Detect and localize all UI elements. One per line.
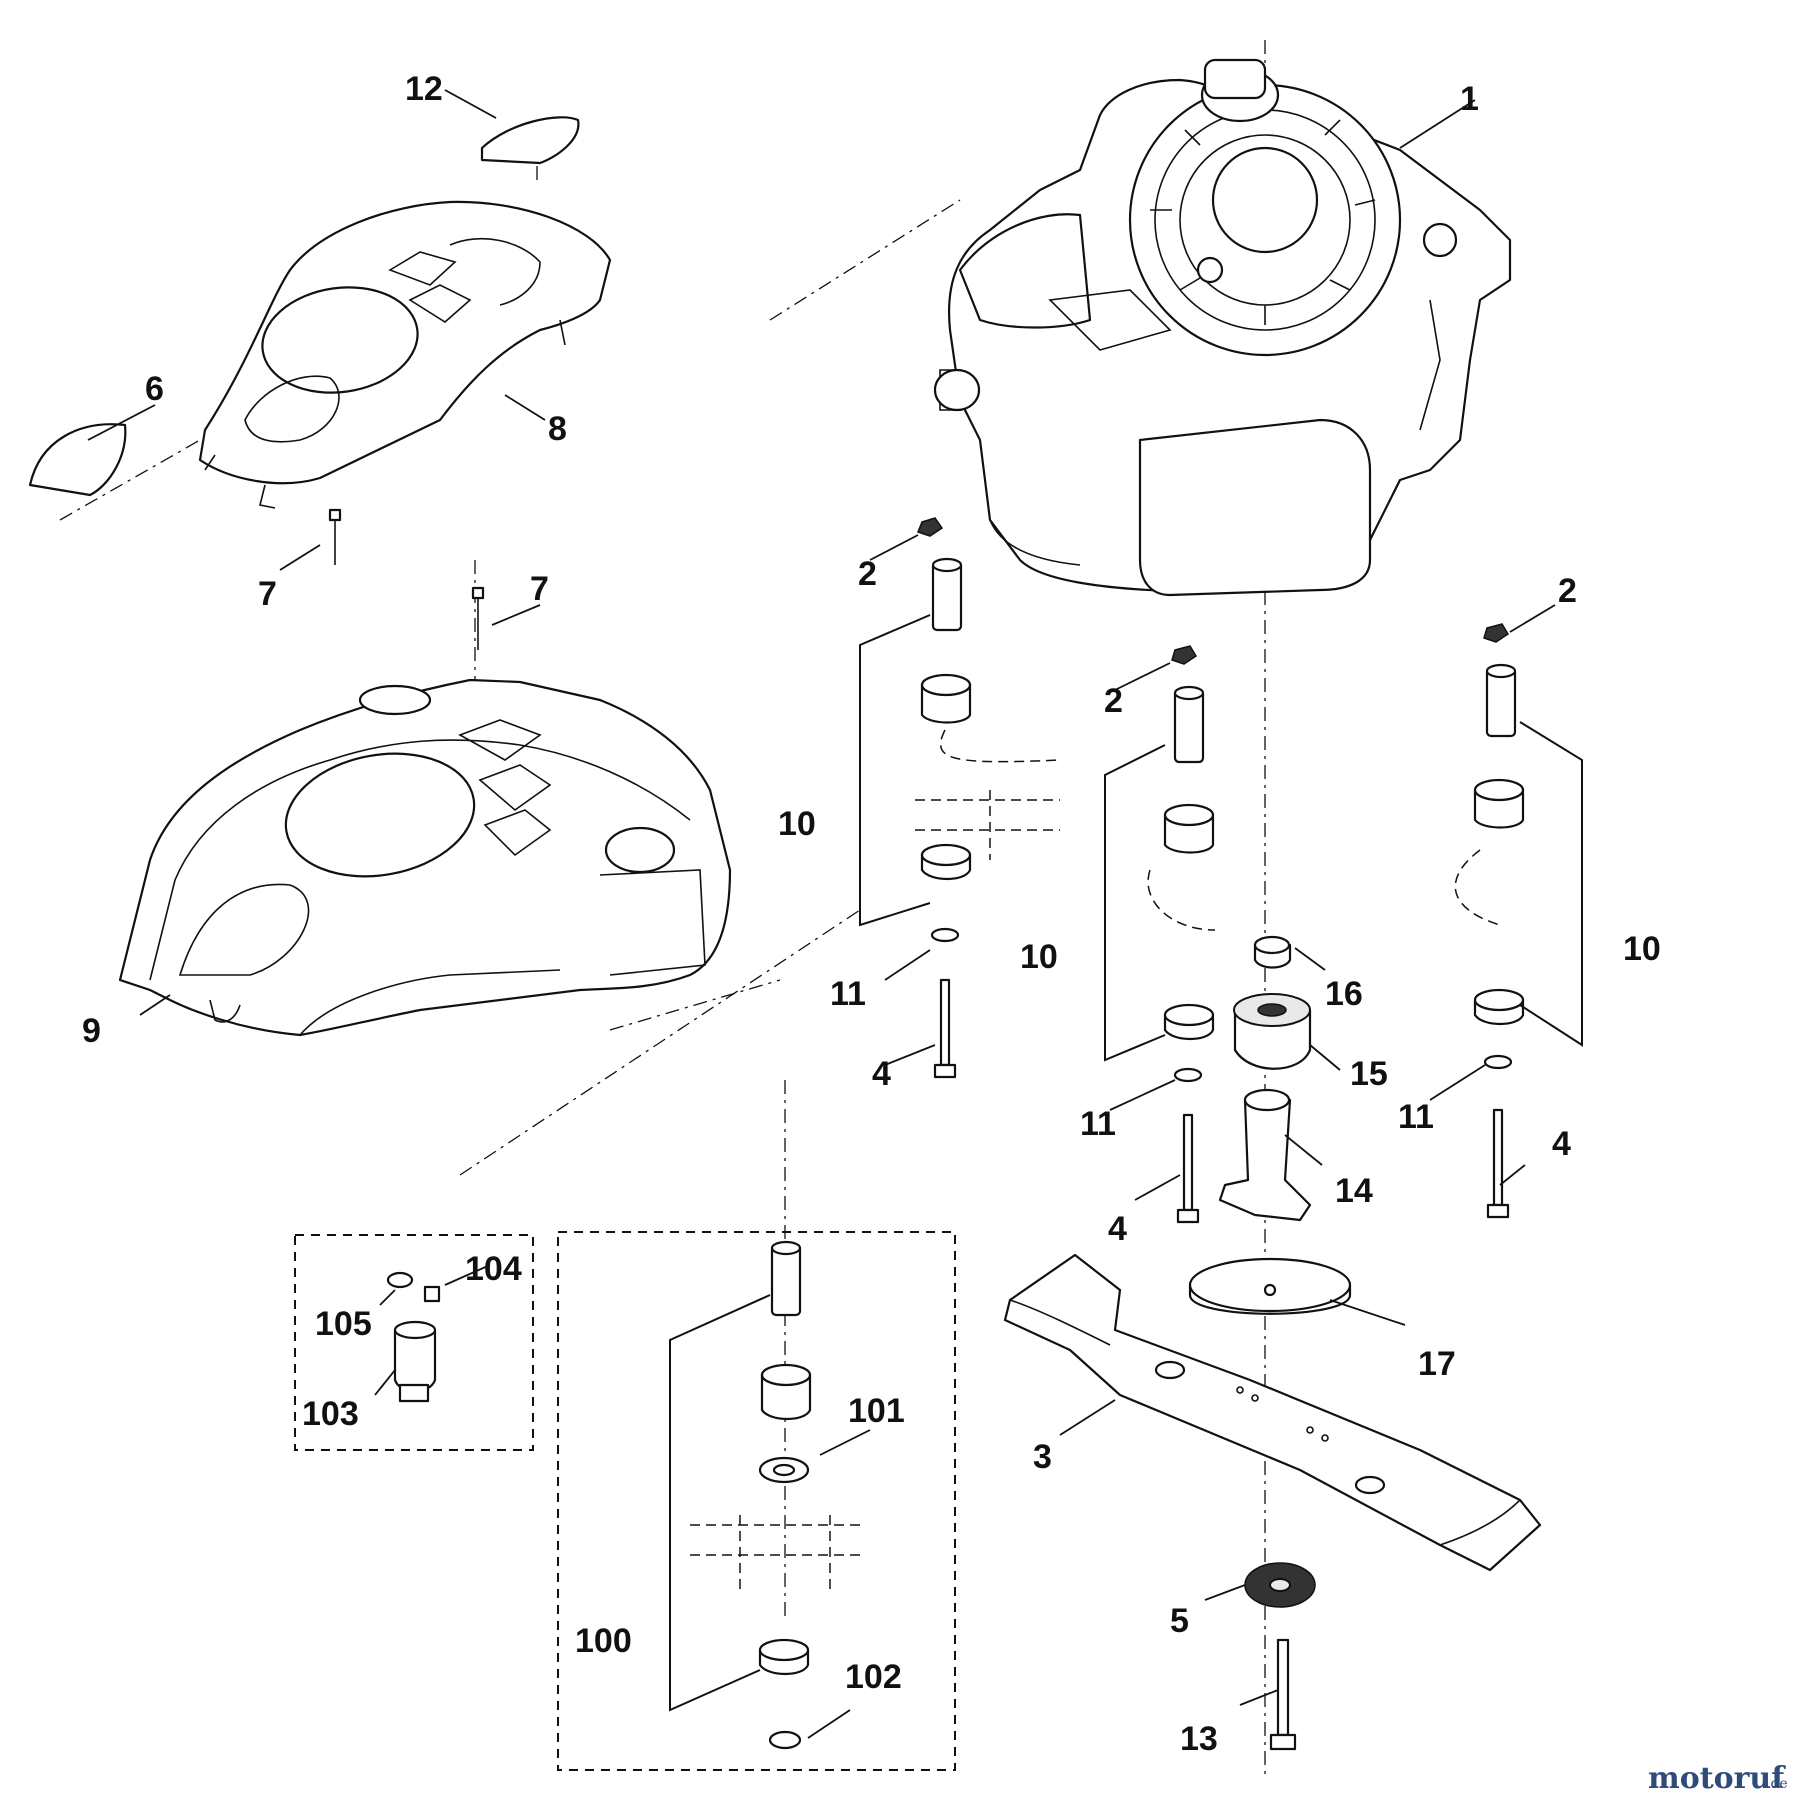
part-6-cover-cap <box>28 423 127 497</box>
watermark-suffix: .de <box>1766 1776 1788 1792</box>
callout-2-middle: 2 <box>1104 682 1123 720</box>
part-7-screw-upper <box>328 508 342 565</box>
callout-5: 5 <box>1170 1602 1189 1640</box>
leader-lines <box>87 89 1556 1739</box>
callout-101: 101 <box>848 1392 905 1430</box>
part-1-engine <box>933 58 1512 597</box>
part-100-damper-kit <box>557 1231 956 1771</box>
callout-17: 17 <box>1418 1345 1456 1383</box>
callout-1: 1 <box>1460 80 1479 118</box>
callout-11-right: 11 <box>1398 1098 1434 1136</box>
part-10-damper-set-middle <box>1104 645 1216 1224</box>
callout-4-left: 4 <box>872 1055 891 1093</box>
part-10-damper-set-left <box>859 517 1061 1079</box>
part-15-blade-adapter <box>1233 993 1312 1070</box>
part-17-blade-plate <box>1188 1257 1352 1315</box>
callout-12: 12 <box>405 70 443 108</box>
callout-3: 3 <box>1033 1438 1052 1476</box>
callout-9: 9 <box>82 1012 101 1050</box>
callout-4-right: 4 <box>1552 1125 1571 1163</box>
part-5-disc-washer <box>1244 1562 1316 1608</box>
part-8-upper-cover <box>198 200 612 509</box>
callout-8: 8 <box>548 410 567 448</box>
callout-6: 6 <box>145 370 164 408</box>
callout-13: 13 <box>1180 1720 1218 1758</box>
callout-10-left: 10 <box>778 805 816 843</box>
part-3-mower-blade <box>1003 1253 1542 1572</box>
callout-4-middle: 4 <box>1108 1210 1127 1248</box>
part-9-engine-hood <box>118 678 732 1037</box>
part-16-spacer <box>1253 935 1292 969</box>
callout-14: 14 <box>1335 1172 1373 1210</box>
part-7-screw-lower <box>471 586 485 650</box>
callout-105: 105 <box>315 1305 372 1343</box>
callout-2-left: 2 <box>858 555 877 593</box>
part-10-damper-set-right <box>1454 623 1583 1219</box>
callout-16: 16 <box>1325 975 1363 1013</box>
watermark-brand: motoruf <box>1648 1761 1786 1796</box>
part-103-kit-box <box>294 1234 534 1451</box>
part-14-blade-hub <box>1218 1088 1312 1222</box>
part-12-cover-cap <box>480 116 580 165</box>
callout-10-middle: 10 <box>1020 938 1058 976</box>
part-13-blade-bolt <box>1269 1638 1297 1751</box>
callout-11-left: 11 <box>830 975 866 1013</box>
callout-2-right: 2 <box>1558 572 1577 610</box>
callout-15: 15 <box>1350 1055 1388 1093</box>
callout-11-middle: 11 <box>1080 1105 1116 1143</box>
callout-10-right: 10 <box>1623 930 1661 968</box>
watermark-logo: motoruf .de <box>1648 1761 1788 1796</box>
callout-100: 100 <box>575 1622 632 1660</box>
callout-102: 102 <box>845 1658 902 1696</box>
callout-104: 104 <box>465 1250 522 1288</box>
callout-labels: 12 1 6 8 7 7 2 2 2 10 10 10 11 11 11 4 4… <box>82 70 1661 1758</box>
callout-7-lower: 7 <box>530 570 549 608</box>
callout-103: 103 <box>302 1395 359 1433</box>
callout-7-upper: 7 <box>258 575 277 613</box>
